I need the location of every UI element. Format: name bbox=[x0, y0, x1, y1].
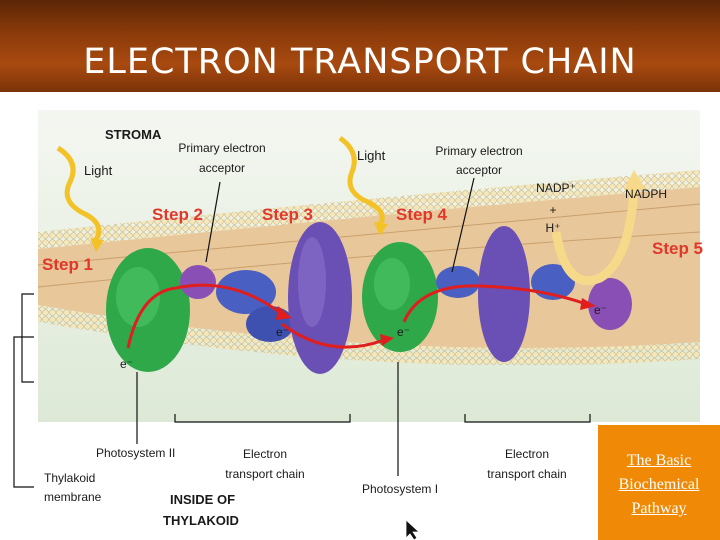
pathway-link-line2[interactable]: Biochemical bbox=[598, 473, 720, 497]
stroma-label: STROMA bbox=[105, 127, 162, 142]
title-bar: ELECTRON TRANSPORT CHAIN bbox=[0, 0, 720, 92]
step-2-label: Step 2 bbox=[152, 205, 203, 224]
step-5-label: Step 5 bbox=[652, 239, 703, 258]
step-3-label: Step 3 bbox=[262, 205, 313, 224]
pathway-link-box[interactable]: The Basic Biochemical Pathway bbox=[598, 425, 720, 540]
pathway-link[interactable]: The Basic Biochemical Pathway bbox=[598, 449, 720, 521]
primary-acceptor-label-1-line1: Primary electron bbox=[178, 141, 265, 155]
light-label-1: Light bbox=[84, 163, 113, 178]
primary-acceptor-label-2-line1: Primary electron bbox=[435, 144, 522, 158]
primary-acceptor-label-2-line2: acceptor bbox=[456, 163, 502, 177]
nadph-label: NADPH bbox=[625, 187, 667, 201]
cytochrome-complex bbox=[288, 222, 352, 374]
thylakoid-membrane-label-line1: Thylakoid bbox=[44, 471, 95, 485]
step-1-label: Step 1 bbox=[42, 255, 93, 274]
primary-acceptor-label-1-line2: acceptor bbox=[199, 161, 245, 175]
etc-label-2-line1: Electron bbox=[505, 447, 549, 461]
electron-label-3: e⁻ bbox=[397, 325, 410, 339]
electron-label-1: e⁻ bbox=[120, 357, 133, 371]
nadp-plus-label: + bbox=[549, 203, 556, 217]
photosystem-ii-complex bbox=[106, 248, 190, 372]
thylakoid-membrane-label-line2: membrane bbox=[44, 490, 102, 504]
hydrogen-ion-label: H⁺ bbox=[546, 221, 561, 235]
light-label-2: Light bbox=[357, 148, 386, 163]
nadp-label: NADP⁺ bbox=[536, 181, 576, 195]
inside-thylakoid-label-line2: THYLAKOID bbox=[163, 513, 239, 528]
etc-label-2-line2: transport chain bbox=[487, 467, 566, 481]
etc-label-1-line2: transport chain bbox=[225, 467, 304, 481]
photosystem-ii-label: Photosystem II bbox=[96, 446, 175, 460]
cursor-icon bbox=[406, 520, 419, 540]
step-4-label: Step 4 bbox=[396, 205, 448, 224]
etc-label-1-line1: Electron bbox=[243, 447, 287, 461]
electron-label-2: e⁻ bbox=[276, 325, 289, 339]
electron-label-4: e⁻ bbox=[594, 303, 607, 317]
slide-title: ELECTRON TRANSPORT CHAIN bbox=[0, 42, 720, 82]
pathway-link-line3[interactable]: Pathway bbox=[598, 497, 720, 521]
photosystem-i-label: Photosystem I bbox=[362, 482, 438, 496]
inside-thylakoid-label-line1: INSIDE OF bbox=[170, 492, 235, 507]
pathway-link-line1[interactable]: The Basic bbox=[598, 449, 720, 473]
